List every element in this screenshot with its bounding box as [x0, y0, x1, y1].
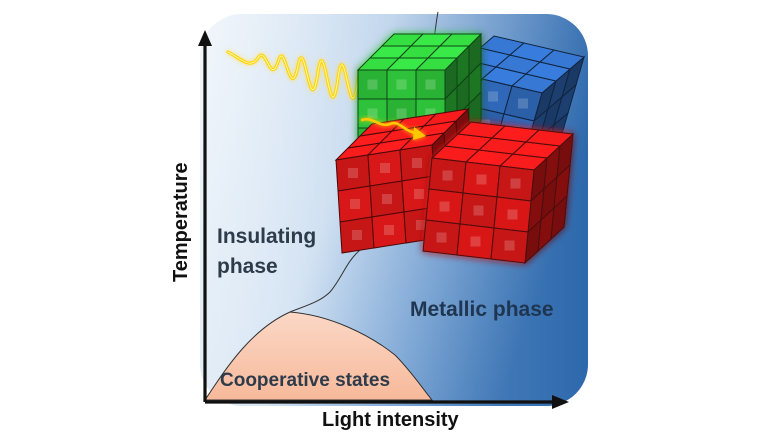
light-arrow-icon	[360, 117, 426, 140]
cube-highlight	[510, 178, 521, 189]
cube-highlight	[384, 225, 394, 235]
cube-highlight	[380, 163, 390, 173]
cube-highlight	[367, 79, 378, 90]
cooperative-region	[204, 311, 434, 401]
cube-highlight	[396, 108, 407, 119]
cube-highlight	[425, 79, 436, 90]
cube-highlight	[396, 79, 407, 90]
cube-top-cell	[438, 33, 483, 47]
insulating-phase-label: Insulating phase	[217, 222, 316, 282]
cube-highlight	[476, 174, 487, 185]
red-cube-cluster-right	[422, 121, 575, 265]
cube-highlight	[352, 230, 362, 240]
cube-highlight	[350, 199, 360, 209]
cube-top-cell	[538, 49, 586, 70]
cube-highlight	[414, 189, 424, 199]
x-axis-label: Light intensity	[322, 409, 459, 431]
insulating-label-line-1: Insulating	[217, 225, 317, 248]
y-axis-label: Temperature	[170, 162, 192, 282]
cube-top-cell	[524, 129, 575, 147]
cube-highlight	[473, 205, 484, 216]
cube-highlight	[439, 201, 450, 212]
cube-highlight	[382, 194, 392, 204]
cube-highlight	[367, 108, 378, 119]
cube-highlight	[488, 91, 498, 102]
cube-highlight	[348, 168, 358, 178]
cube-highlight	[412, 158, 422, 168]
cube-highlight	[416, 220, 426, 230]
cube-highlight	[504, 240, 515, 251]
cube-top-cell	[422, 108, 470, 127]
cube-side-cell	[550, 194, 568, 241]
cube-clusters	[334, 32, 586, 265]
cube-highlight	[518, 98, 528, 109]
cube-highlight	[442, 170, 453, 181]
cube-highlight	[507, 209, 518, 220]
cube-highlight	[436, 232, 447, 243]
cube-highlight	[470, 236, 481, 247]
insulating-label-line-2: phase	[217, 255, 278, 278]
cooperative-states-label: Cooperative states	[220, 370, 391, 391]
cube-highlight	[425, 108, 436, 119]
metallic-phase-label: Metallic phase	[410, 298, 554, 321]
axes	[198, 30, 569, 409]
